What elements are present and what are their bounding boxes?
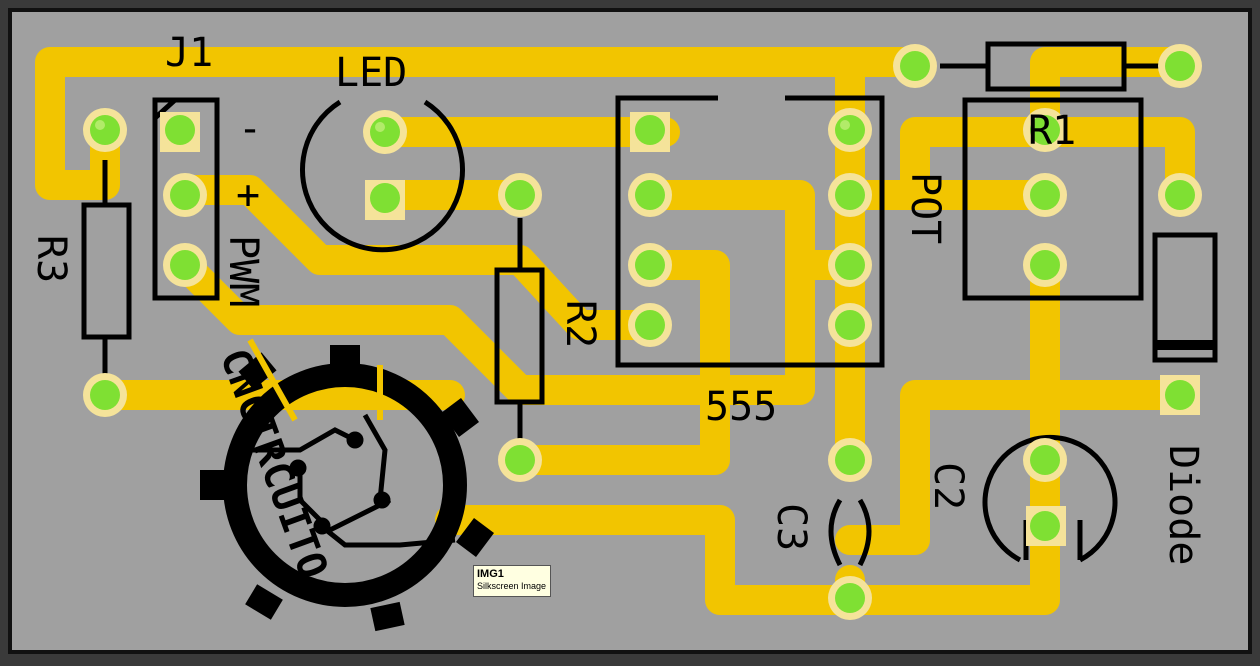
label-pwm: PWM — [220, 235, 266, 307]
silkscreen-outlines — [81, 41, 1218, 567]
label-diode: Diode — [1160, 445, 1206, 565]
label-plus: + — [236, 172, 260, 218]
label-led: LED — [335, 50, 407, 96]
label-minus: - — [238, 106, 262, 152]
label-555: 555 — [705, 384, 777, 430]
label-c2: C2 — [925, 462, 971, 510]
label-r3: R3 — [28, 235, 74, 283]
component-pads[interactable] — [83, 44, 1202, 620]
label-pot: POT — [902, 172, 948, 244]
label-c3: C3 — [768, 503, 814, 551]
cncircuito-logo[interactable] — [200, 345, 494, 632]
component-tooltip: IMG1 Silkscreen Image — [473, 565, 551, 597]
tooltip-type: Silkscreen Image — [477, 581, 547, 591]
label-j1: J1 — [165, 30, 213, 76]
label-r1: R1 — [1028, 108, 1076, 154]
label-r2: R2 — [557, 300, 603, 348]
tooltip-name: IMG1 — [477, 568, 504, 580]
